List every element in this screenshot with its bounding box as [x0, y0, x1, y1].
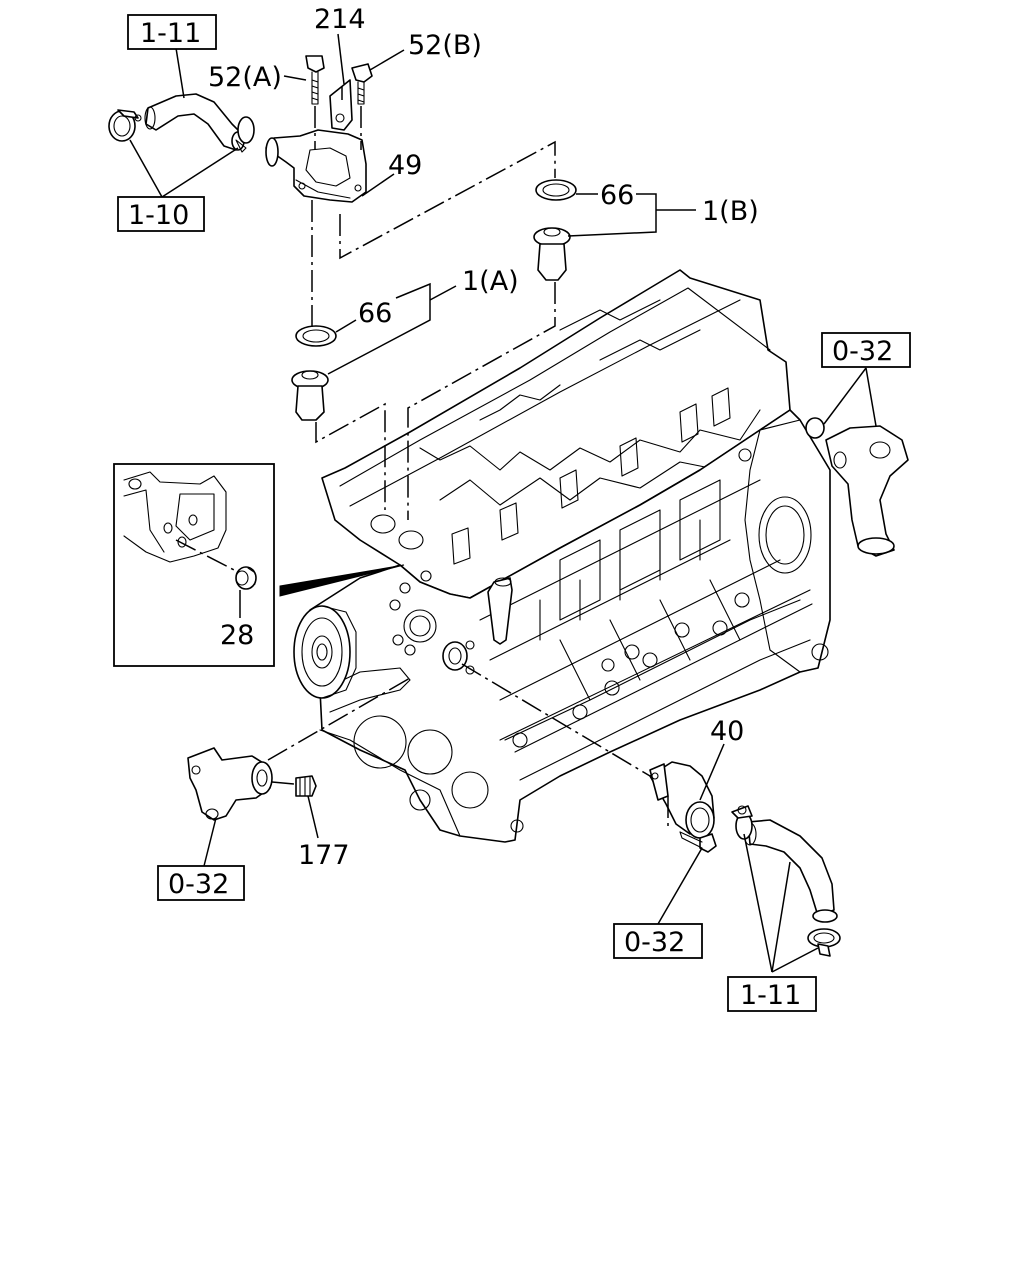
- bolt-0-32-bottom: [679, 831, 717, 853]
- ref-0-32-left: 0-32: [157, 865, 245, 901]
- thermostat-1b: [533, 227, 571, 281]
- lower-hose: [743, 819, 838, 923]
- plug-177: [295, 775, 317, 797]
- engine-block: [299, 269, 831, 843]
- water-pump-outlet-left: [187, 747, 273, 821]
- ref-0-32-right: 0-32: [821, 332, 911, 368]
- hose-clamp-lower-lower: [807, 928, 841, 957]
- ref-1-11-bottom: 1-11: [727, 976, 817, 1012]
- hose-clamp-lower-upper: [731, 805, 753, 840]
- callout-28: 28: [220, 620, 254, 651]
- callout-214: 214: [314, 4, 366, 35]
- leader-lines: [129, 33, 877, 973]
- inlet-pipe-mount: [442, 640, 475, 675]
- gasket-66-top: [535, 179, 577, 201]
- hose-clamp-right: [235, 116, 255, 153]
- callout-1a: 1(A): [462, 266, 519, 297]
- bolt-52b: [351, 63, 373, 105]
- ref-1-10: 1-10: [117, 196, 205, 232]
- callout-1b: 1(B): [702, 196, 759, 227]
- upper-hose: [144, 93, 245, 151]
- callout-66-top: 66: [600, 180, 634, 211]
- callout-49: 49: [388, 150, 422, 181]
- callout-177: 177: [298, 840, 350, 871]
- crankshaft-pulley: [293, 605, 357, 699]
- ref-0-32-right-text: 0-32: [832, 336, 893, 367]
- callout-40: 40: [710, 716, 744, 747]
- ref-0-32-left-text: 0-32: [168, 869, 229, 900]
- water-outlet-pipe-right: [805, 417, 909, 557]
- detail-inset: [113, 463, 405, 667]
- water-inlet-40: [649, 761, 715, 839]
- ref-0-32-bottom: 0-32: [613, 923, 703, 959]
- callout-66-mid: 66: [358, 298, 392, 329]
- callout-52a: 52(A): [208, 62, 282, 93]
- assembly-lines: [267, 86, 669, 830]
- thermostat-housing: [265, 79, 367, 203]
- ref-0-32-bottom-text: 0-32: [624, 927, 685, 958]
- ref-1-11-top-text: 1-11: [140, 18, 201, 49]
- hose-clamp-left: [108, 109, 142, 142]
- ref-1-11-bottom-text: 1-11: [740, 980, 801, 1011]
- gasket-66-mid: [295, 325, 337, 347]
- thermostat-1a: [291, 370, 329, 421]
- callout-labels: 214 52(A) 52(B) 49 66 1(B) 66 1(A) 28 40…: [208, 4, 759, 871]
- ref-1-11-top: 1-11: [127, 14, 217, 50]
- ref-1-10-text: 1-10: [128, 200, 189, 231]
- callout-52b: 52(B): [408, 30, 482, 61]
- reference-labels: 1-11 1-10 0-32 0-32 0-32 1-11: [117, 14, 911, 1012]
- bolt-52a: [305, 55, 325, 105]
